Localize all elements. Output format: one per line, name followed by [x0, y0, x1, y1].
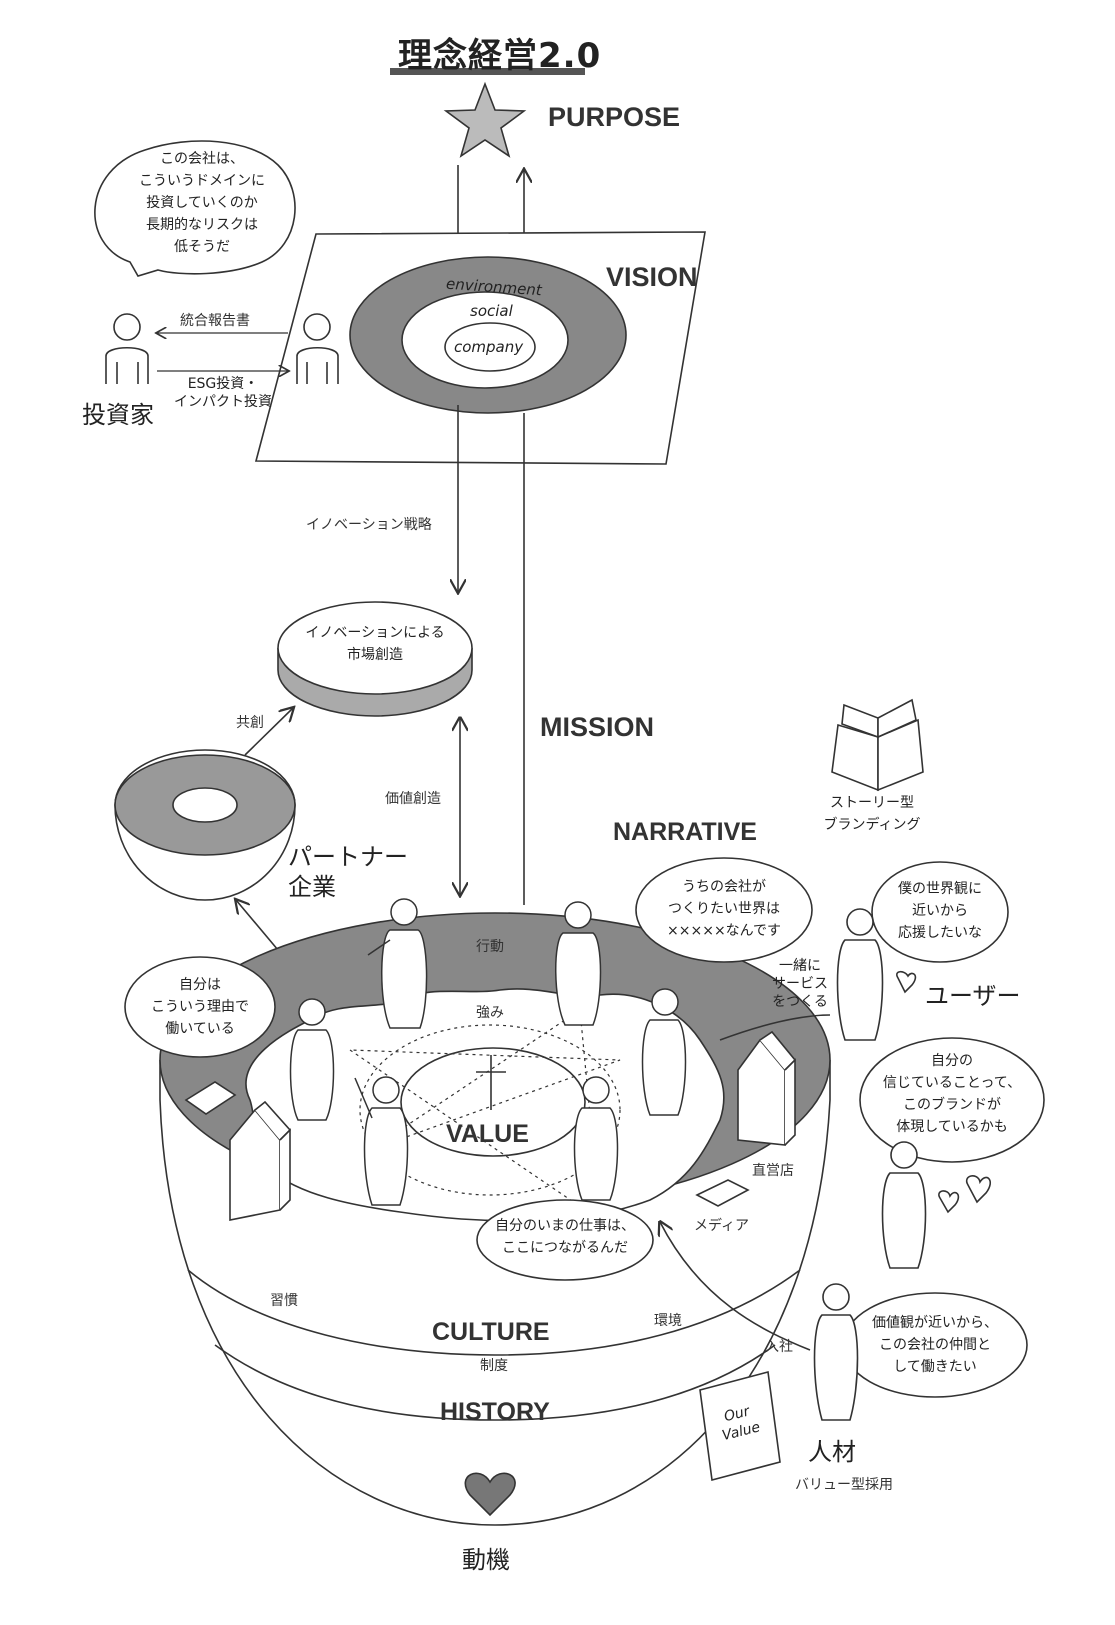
our-value-card [699, 1370, 781, 1482]
church-left-icon [229, 1100, 292, 1221]
strength-label: 強み [476, 1005, 504, 1021]
person-fig-5 [354, 1076, 409, 1206]
page-title: 理念経営2.0 [398, 36, 602, 76]
join-label: 入社 [765, 1339, 793, 1355]
purpose-label: PURPOSE [548, 102, 681, 132]
innovation-strategy-label: イノベーション戦略 [306, 517, 432, 533]
heart-icon [896, 970, 917, 994]
value-hiring-label: バリュー型採用 [795, 1477, 893, 1493]
investor-bubble [94, 140, 296, 277]
market-creation-label: イノベーションによる 市場創造 [305, 625, 445, 663]
value-creation-label: 価値創造 [385, 791, 441, 807]
company-representative-figure [296, 313, 339, 384]
user-figure-1 [836, 908, 884, 1041]
person-fig-4 [641, 988, 687, 1116]
company-world-text: うちの会社が つくりたい世界は ×××××なんです [667, 879, 781, 939]
media-label: メディア [694, 1218, 750, 1234]
investor-label: 投資家 [82, 401, 154, 429]
media-book-right-icon [695, 1179, 750, 1207]
history-heart-icon [464, 1472, 516, 1517]
talent-figure [813, 1283, 859, 1421]
employee-bubble-text: 自分は こういう理由で 働いている [151, 977, 249, 1037]
action-label: 行動 [476, 939, 504, 955]
book-icon [831, 698, 924, 792]
ring-company-label: company [454, 338, 524, 356]
person-fig-6 [573, 1076, 619, 1201]
purpose-star-icon [443, 81, 527, 158]
user-label: ユーザー [925, 982, 1021, 1010]
integrated-report-label: 統合報告書 [180, 313, 250, 329]
co-create-service-label: 一緒に サービス をつくる [772, 958, 828, 1010]
title-underline [390, 68, 585, 75]
talent-label: 人材 [808, 1438, 856, 1466]
store-label: 直営店 [752, 1163, 794, 1179]
mission-label: MISSION [540, 712, 655, 742]
habit-label: 習慣 [270, 1293, 298, 1309]
investor-figure [105, 313, 149, 384]
person-fig-2 [555, 901, 602, 1026]
heart-icon [938, 1190, 960, 1214]
culture-label: CULTURE [432, 1318, 550, 1346]
motive-label: 動機 [462, 1546, 510, 1574]
my-work-text: 自分のいまの仕事は、 ここにつながるんだ [495, 1218, 635, 1256]
value-disk [400, 1047, 586, 1157]
vision-label: VISION [606, 262, 698, 292]
user-fan-text: 僕の世界観に 近いから 応援したいな [898, 881, 982, 941]
investor-bubble-text: この会社は、 こういうドメインに 投資していくのか 長期的なリスクは 低そうだ [139, 151, 265, 255]
environment-factor-label: 環境 [654, 1313, 682, 1329]
company-world-bubble [635, 857, 813, 963]
partner-label: パートナー 企業 [288, 843, 408, 901]
narrative-label: NARRATIVE [613, 818, 757, 846]
person-fig-3 [289, 998, 335, 1121]
heart-icon [965, 1175, 991, 1204]
person-fig-1 [367, 898, 428, 1029]
system-label: 制度 [480, 1358, 508, 1374]
user-figure-2 [881, 1141, 927, 1269]
co-creation-label: 共創 [236, 715, 264, 731]
user-fan-bubble [871, 861, 1009, 963]
user-belief-bubble [859, 1037, 1045, 1163]
my-work-bubble [476, 1199, 654, 1281]
history-label: HISTORY [440, 1398, 550, 1426]
user-belief-text: 自分の 信じていることって、 このブランドが 体現しているかも [882, 1053, 1022, 1135]
church-right-icon [737, 1030, 797, 1146]
esg-label: ESG投資・ インパクト投資 [174, 376, 272, 410]
employee-bubble [124, 956, 276, 1058]
story-branding-label: ストーリー型 ブランディング [823, 795, 921, 833]
talent-bubble-text: 価値観が近いから、 この会社の仲間と して働きたい [872, 1315, 998, 1375]
media-book-left-icon [184, 1081, 237, 1115]
company-ring [444, 322, 536, 372]
value-label: VALUE [446, 1120, 529, 1148]
ring-social-label: social [470, 302, 513, 320]
